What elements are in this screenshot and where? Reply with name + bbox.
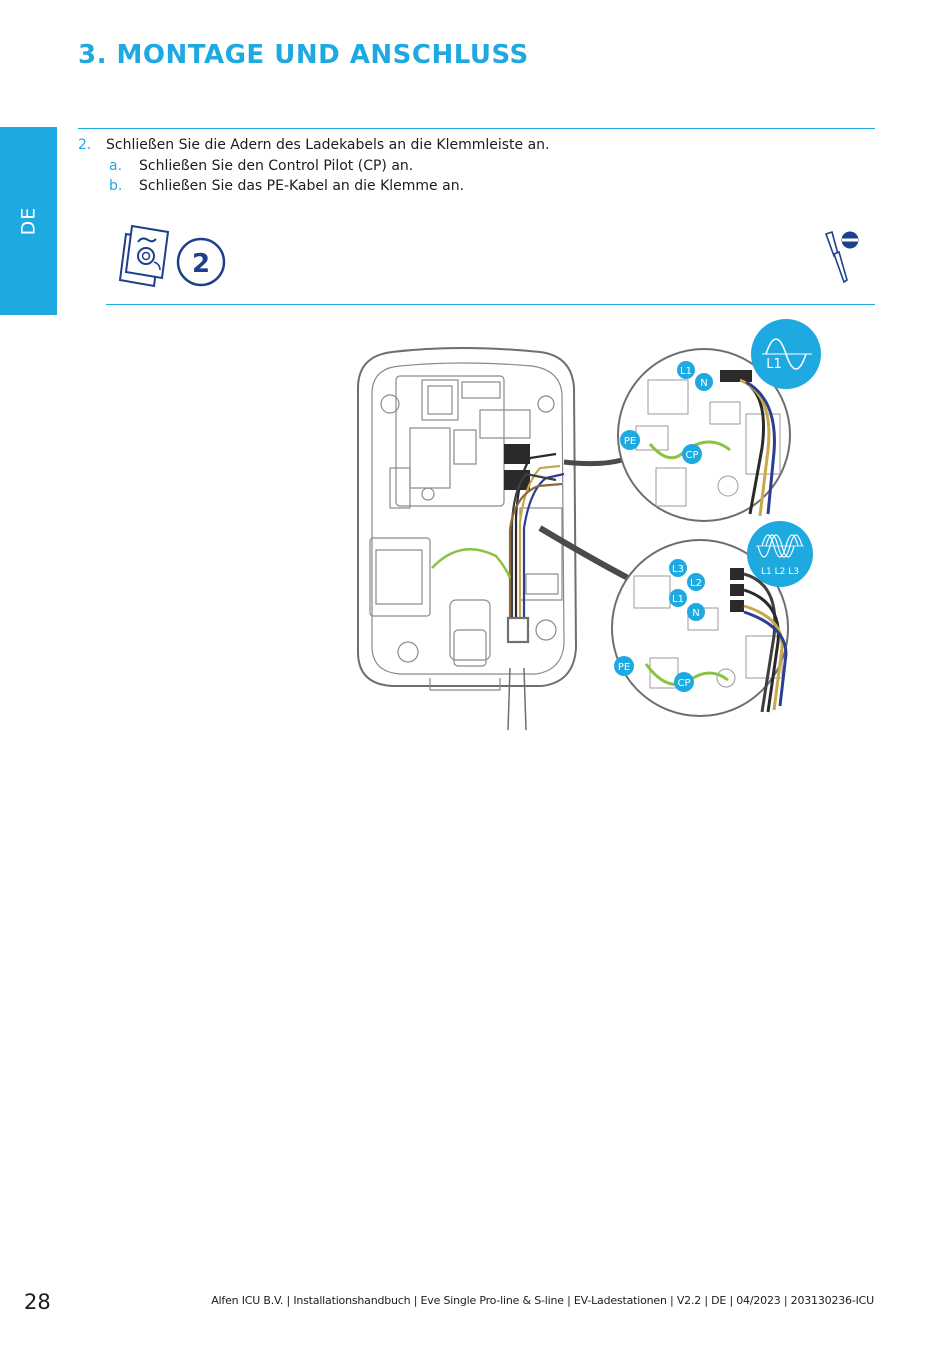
footer-text: Alfen ICU B.V. | Installationshandbuch |… [211,1294,874,1307]
three-phase-detail: L3 L2 L1 N PE CP L1 L2 L3 [611,521,813,717]
substep-letter: b. [109,178,123,194]
svg-text:PE: PE [624,436,636,447]
wire-label-l1: L1 [677,361,695,379]
wiring-illustration: L1 N PE CP L1 [357,319,821,731]
substep-letter: a. [109,157,123,174]
svg-text:L1: L1 [766,357,782,372]
svg-text:L2: L2 [690,578,702,589]
step-badge-number: 2 [192,249,210,279]
section-divider [106,304,875,305]
zoom-connector [538,457,630,581]
wire-label-pe: PE [614,656,634,676]
flat-screwdriver-icon [824,230,859,284]
svg-text:L1 L2 L3: L1 L2 L3 [761,567,799,577]
svg-text:L1: L1 [672,594,684,605]
step-badge: 2 [176,237,226,287]
cable-bundle [431,452,565,644]
top-divider [78,128,875,129]
three-phase-icon: L1 L2 L3 [747,521,813,587]
wire-label-n: N [695,373,713,391]
svg-text:L3: L3 [672,564,684,575]
substep-text: Schließen Sie den Control Pilot (CP) an. [139,157,414,174]
wire-label-cp: CP [682,444,702,464]
wire-label-pe: PE [620,430,640,450]
svg-text:N: N [700,378,707,389]
manual-cable-icon [118,224,170,288]
page-title: 3. MONTAGE UND ANSCHLUSS [78,40,529,70]
step-icons: 2 [118,224,226,288]
page-number: 28 [24,1290,51,1314]
svg-text:CP: CP [685,450,698,461]
wire-label-n: N [687,603,705,621]
step-text: Schließen Sie die Adern des Ladekabels a… [106,137,550,153]
svg-text:L1: L1 [680,366,692,377]
wire-label-cp: CP [674,672,694,692]
wire-label-l1: L1 [669,589,687,607]
substep-text: Schließen Sie das PE-Kabel an die Klemme… [139,178,465,194]
charging-station-housing [357,347,578,731]
language-tab: DE [0,127,57,315]
language-tab-label: DE [17,206,40,236]
single-phase-icon: L1 [751,319,821,389]
step-number: 2. [78,137,92,153]
single-phase-detail: L1 N PE CP L1 [617,319,821,522]
svg-text:N: N [692,608,699,619]
wire-label-l2: L2 [687,573,705,591]
wire-label-l3: L3 [669,559,687,577]
svg-text:CP: CP [677,678,690,689]
svg-text:PE: PE [618,662,630,673]
